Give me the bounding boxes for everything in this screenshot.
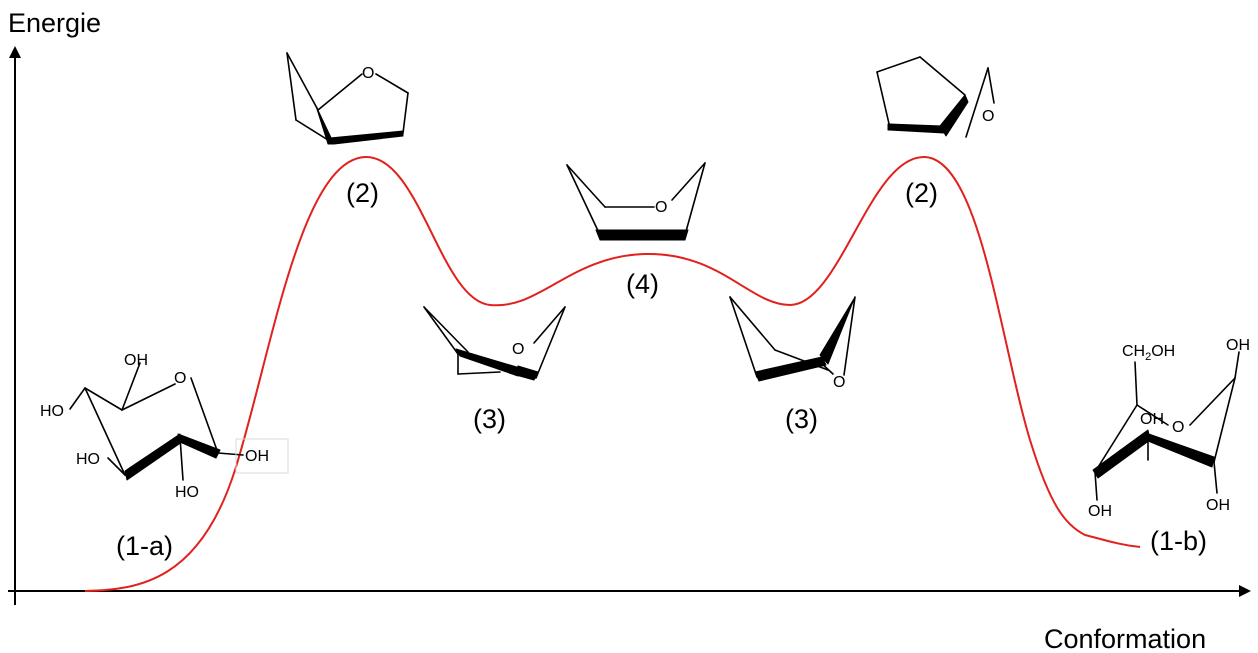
atom-ho-left: HO: [40, 403, 64, 420]
molecule-4-boat: O: [566, 162, 706, 241]
molecule-1a-chair: OH O HO HO OH HO: [40, 352, 289, 501]
atom-oh-mid: OH: [1140, 411, 1164, 428]
atom-o-env-right: O: [982, 108, 994, 125]
atom-oh-bottom-left: OH: [1088, 503, 1112, 520]
state-label-1a: (1-a): [116, 531, 173, 561]
atom-oh-top: OH: [124, 352, 148, 369]
atom-ring-o: O: [174, 370, 186, 387]
molecule-3-right-skew: O: [729, 296, 856, 391]
state-label-3-right: (3): [785, 404, 818, 434]
atom-oh-bottom-right: OH: [1206, 497, 1230, 514]
atom-ho-mid: HO: [76, 451, 100, 468]
energy-curve: [84, 155, 1141, 592]
atom-o-env-left: O: [362, 65, 374, 82]
state-label-1b: (1-b): [1150, 526, 1207, 556]
y-axis-label: Energie: [8, 8, 101, 38]
molecule-2-left-envelope: O: [286, 52, 409, 145]
molecule-3-left-skew: O: [423, 306, 566, 381]
atom-oh-top-right: OH: [1226, 337, 1250, 354]
atom-o-skew-left: O: [512, 341, 524, 358]
molecule-2-right-envelope: O: [876, 56, 995, 138]
atom-ch2oh-c: CH2OH: [1122, 343, 1175, 363]
state-label-2-left: (2): [346, 178, 379, 208]
x-axis-label: Conformation: [1044, 624, 1206, 653]
molecule-1b-boat: CH2OH OH O OH OH OH: [1088, 337, 1250, 520]
atom-oh-right: OH: [245, 448, 269, 465]
state-label-2-right: (2): [905, 178, 938, 208]
state-label-4: (4): [626, 269, 659, 299]
atom-ring-o-1b: O: [1172, 419, 1184, 436]
atom-o-skew-right: O: [833, 374, 845, 391]
atom-o-boat: O: [655, 199, 667, 216]
state-label-3-left: (3): [473, 404, 506, 434]
atom-ho-bottom: HO: [175, 484, 199, 501]
